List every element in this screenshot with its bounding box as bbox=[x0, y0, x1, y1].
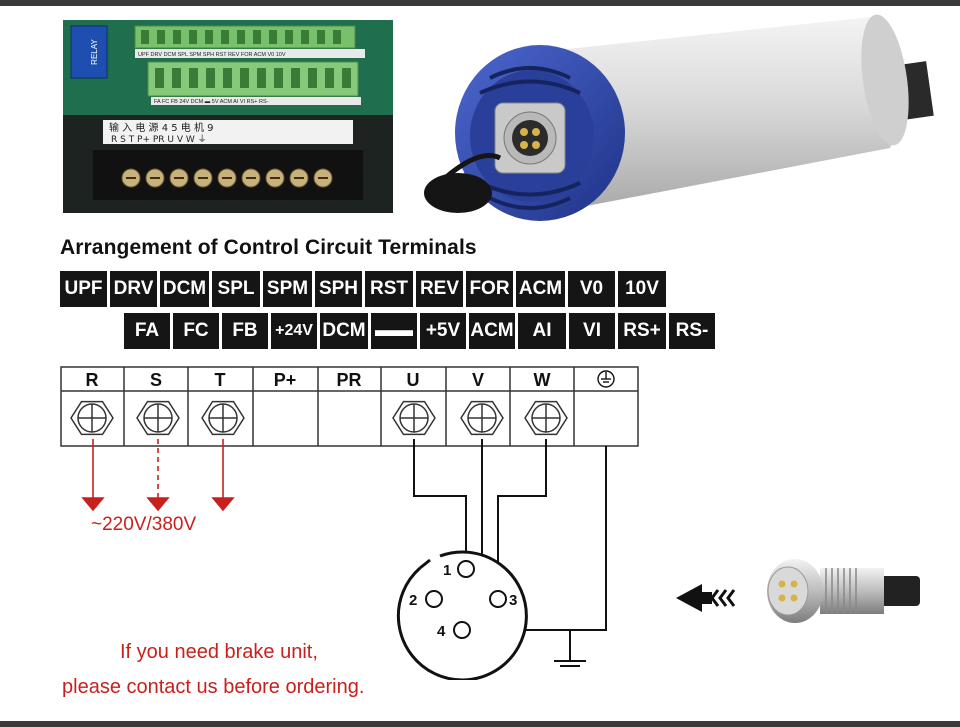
brake-note-line2: please contact us before ordering. bbox=[62, 676, 365, 698]
svg-text:FA FC FB 24V DCM ▬ 5V ACM AI V: FA FC FB 24V DCM ▬ 5V ACM AI VI RS+ RS- bbox=[154, 99, 269, 105]
top-border bbox=[0, 0, 960, 6]
wiring-diagram: R S T P+ PR U V W 1 2 3 4 bbox=[60, 366, 736, 680]
terminal-terminals_row1-7: REV bbox=[416, 271, 463, 307]
aviation-connector bbox=[396, 550, 528, 680]
terminal-terminals_row1-6: RST bbox=[365, 271, 413, 307]
plug-photo bbox=[670, 548, 960, 643]
power-terminal-label-2: T bbox=[215, 370, 226, 390]
connector-pin-label-3: 3 bbox=[509, 592, 517, 609]
power-terminal-label-6: V bbox=[472, 370, 484, 390]
terminal-terminals_row2-8: AI bbox=[518, 313, 566, 349]
screw-terminal-icon bbox=[136, 400, 180, 436]
terminal-terminals_row2-6: +5V bbox=[420, 313, 466, 349]
screw-terminal-icon bbox=[460, 400, 504, 436]
power-terminal-label-3: P+ bbox=[274, 370, 297, 390]
bottom-border bbox=[0, 721, 960, 727]
terminal-terminals_row2-9: VI bbox=[569, 313, 615, 349]
screw-terminal-icon bbox=[70, 400, 114, 436]
power-terminal-label-7: W bbox=[534, 370, 551, 390]
power-terminal-label-5: U bbox=[407, 370, 420, 390]
terminal-terminals_row1-3: SPL bbox=[212, 271, 260, 307]
terminal-terminals_row2-10: RS+ bbox=[618, 313, 666, 349]
power-voltage: ~220V/380V bbox=[91, 514, 197, 535]
terminal-terminals_row2-3: +24V bbox=[271, 313, 317, 349]
terminal-terminals_row1-8: FOR bbox=[466, 271, 513, 307]
board-power-header: 输 入 电 源 4 5 电 机 9 bbox=[109, 121, 214, 134]
brake-note-line1: If you need brake unit, bbox=[120, 641, 318, 663]
power-terminal-label-0: R bbox=[86, 370, 99, 390]
terminal-terminals_row1-5: SPH bbox=[315, 271, 362, 307]
page-title: Arrangement of Control Circuit Terminals bbox=[60, 236, 477, 259]
svg-text:RELAY: RELAY bbox=[90, 39, 99, 65]
terminal-terminals_row2-0: FA bbox=[124, 313, 170, 349]
power-terminal-label-1: S bbox=[150, 370, 162, 390]
insert-arrow-icon bbox=[676, 584, 736, 612]
terminal-terminals_row1-2: DCM bbox=[160, 271, 209, 307]
screw-terminal-icon bbox=[392, 400, 436, 436]
terminal-terminals_row2-7: ACM bbox=[469, 313, 515, 349]
terminal-terminals_row1-9: ACM bbox=[516, 271, 565, 307]
terminal-terminals_row1-4: SPM bbox=[263, 271, 312, 307]
screw-terminal-icon bbox=[201, 400, 245, 436]
terminal-terminals_row1-11: 10V bbox=[618, 271, 666, 307]
terminal-terminals_row2-1: FC bbox=[173, 313, 219, 349]
terminal-terminals_row2-5: ▬▬ bbox=[371, 313, 417, 349]
svg-text:R S T P+ PR U V W ⏚: R S T P+ PR U V W ⏚ bbox=[111, 134, 207, 145]
terminal-terminals_row1-10: V0 bbox=[568, 271, 615, 307]
connector-pin-label-2: 2 bbox=[409, 592, 417, 609]
terminal-terminals_row2-2: FB bbox=[222, 313, 268, 349]
vfd-board-photo: RELAY UPF DRV DCM SPL SPM SPH RST REV FO… bbox=[63, 20, 393, 213]
terminal-terminals_row1-0: UPF bbox=[60, 271, 107, 307]
connector-pin-label-4: 4 bbox=[437, 623, 446, 640]
board-label-top: UPF DRV DCM SPL SPM SPH RST REV FOR ACM … bbox=[138, 52, 286, 58]
power-terminal-label-4: PR bbox=[336, 370, 361, 390]
terminal-terminals_row1-1: DRV bbox=[110, 271, 157, 307]
earth-ground-icon bbox=[597, 370, 615, 388]
terminal-terminals_row2-11: RS- bbox=[669, 313, 715, 349]
spindle-motor-photo bbox=[420, 8, 940, 233]
connector-pin-label-1: 1 bbox=[443, 562, 451, 579]
ground-symbol-icon bbox=[554, 660, 586, 667]
screw-terminal-icon bbox=[524, 400, 568, 436]
terminal-terminals_row2-4: DCM bbox=[320, 313, 368, 349]
